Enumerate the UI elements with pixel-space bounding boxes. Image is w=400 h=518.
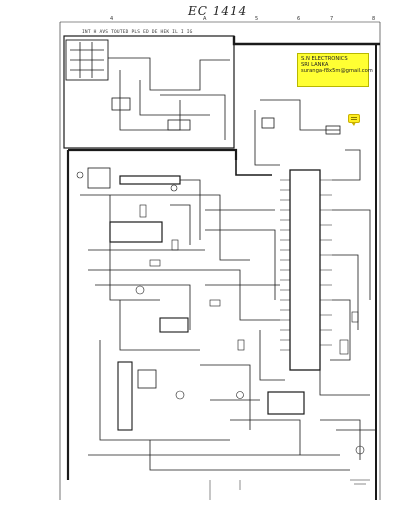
grid-label: 7 — [330, 16, 334, 22]
stamp-line: SRI LANKA — [301, 62, 329, 69]
stamp-line: S.N ELECTRONICS — [301, 56, 348, 62]
grid-label: 5 — [255, 16, 259, 22]
document-title: EC 1414 — [188, 4, 248, 18]
grid-label: 6 — [297, 16, 301, 22]
stamp-line: suranga-f8x5m@gmail.com — [301, 68, 373, 75]
note-line — [351, 117, 357, 118]
comment-note-icon[interactable] — [348, 114, 360, 126]
contact-stamp: S.N ELECTRONICS SRI LANKA suranga-f8x5m@… — [297, 53, 373, 87]
schematic-header-text: INT H AVS TOUTED PLS ED DE HEK IL I IG — [82, 30, 193, 35]
grid-label: 4 — [110, 16, 114, 22]
grid-label: A — [203, 16, 207, 22]
grid-label: 8 — [372, 16, 376, 22]
note-line — [351, 119, 357, 120]
